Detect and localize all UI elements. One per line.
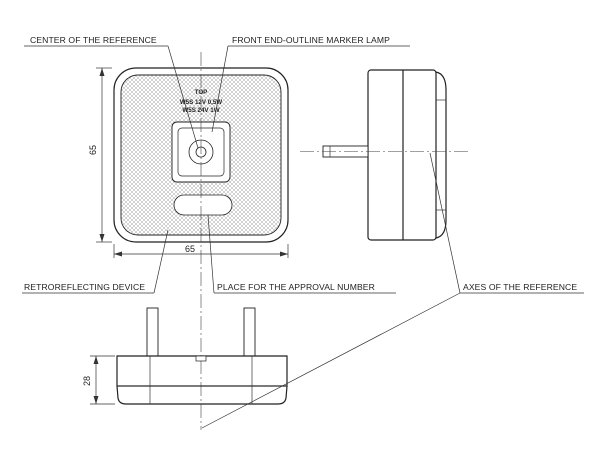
bottom-stud-right	[243, 307, 256, 357]
callout-retroreflecting-device: RETROREFLECTING DEVICE	[22, 229, 169, 294]
depth-value: 28	[82, 376, 92, 386]
depth-dimension: 28	[82, 355, 115, 405]
label-approval-number: PLACE FOR THE APPROVAL NUMBER	[217, 282, 375, 292]
width-value: 65	[185, 244, 195, 254]
height-dimension: 65	[88, 67, 112, 243]
front-view: TOP W5S 12V 0,5W W5S 24V 1W	[113, 52, 289, 430]
height-value: 65	[88, 145, 98, 155]
bottom-stud-left	[146, 307, 159, 357]
bottom-view	[116, 307, 288, 405]
side-housing-body	[367, 69, 437, 241]
callout-approval-number: PLACE FOR THE APPROVAL NUMBER	[207, 214, 396, 294]
bottom-notch	[195, 355, 207, 362]
approval-number-box	[173, 194, 233, 216]
callout-center-reference: CENTER OF THE REFERENCE	[24, 35, 199, 149]
callout-front-marker-lamp: FRONT END-OUTLINE MARKER LAMP	[211, 35, 410, 133]
label-retroreflecting-device: RETROREFLECTING DEVICE	[24, 282, 145, 292]
lamp-marking-line2: W5S 24V 1W	[182, 107, 219, 114]
label-front-marker-lamp: FRONT END-OUTLINE MARKER LAMP	[232, 35, 390, 45]
side-lens-dome	[435, 71, 447, 239]
width-dimension: 65	[113, 244, 289, 258]
label-center-reference: CENTER OF THE REFERENCE	[30, 35, 157, 45]
callout-axes-reference: AXES OF THE REFERENCE	[201, 152, 584, 429]
side-view	[300, 69, 470, 241]
lamp-housing-outer	[113, 67, 289, 243]
label-axes-reference: AXES OF THE REFERENCE	[463, 282, 577, 292]
bottom-lens-dome	[116, 385, 288, 405]
